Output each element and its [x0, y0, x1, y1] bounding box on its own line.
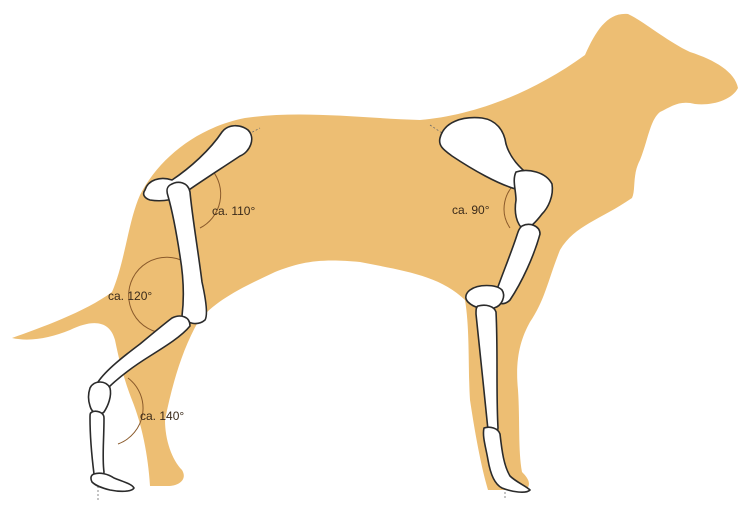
hind-phalanges-bone [91, 473, 134, 491]
stifle-angle-label: ca. 120° [108, 289, 152, 303]
shoulder-angle-label: ca. 90° [452, 203, 490, 217]
hock-bone [89, 382, 111, 414]
hind-metatarsal-bone [90, 411, 104, 477]
hock-angle-label: ca. 140° [140, 409, 184, 423]
dog-silhouette [12, 14, 738, 490]
hip-angle-label: ca. 110° [212, 204, 255, 218]
